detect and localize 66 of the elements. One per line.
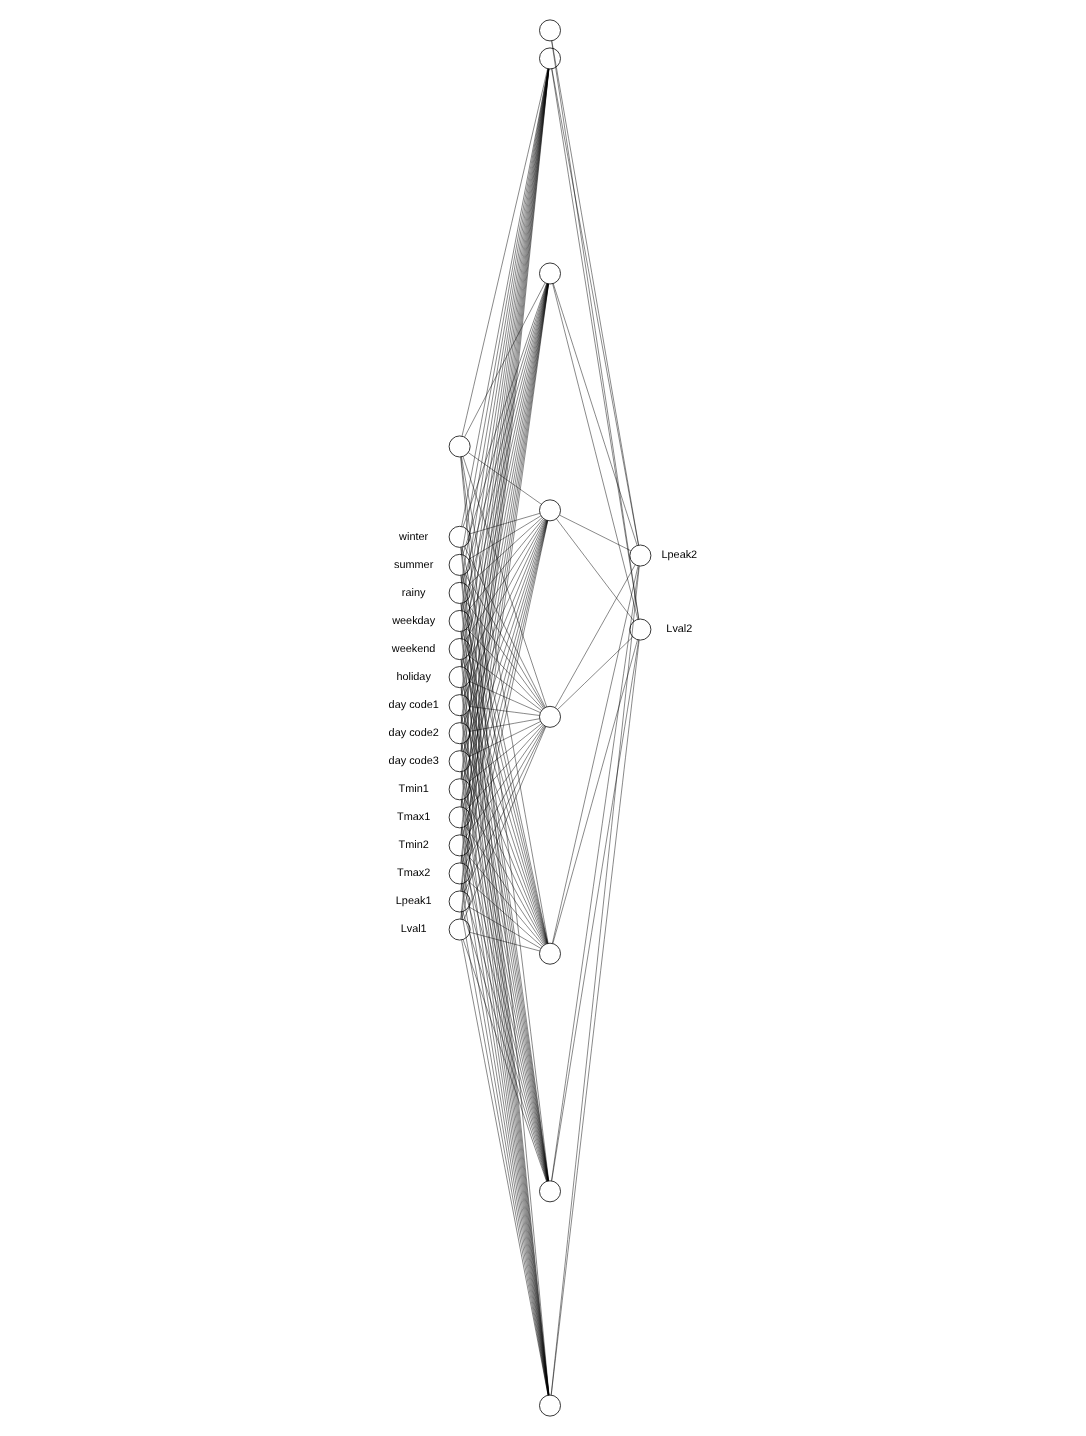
connector (467, 880, 543, 947)
node-circle (448, 525, 471, 548)
connector (465, 601, 544, 709)
connector (552, 565, 639, 944)
connector (464, 519, 546, 668)
connector (468, 906, 542, 949)
connector (464, 546, 546, 708)
node-circle (448, 778, 471, 801)
node-circle (448, 666, 471, 688)
connector (467, 723, 542, 783)
connector (557, 636, 633, 710)
node-circle (448, 554, 471, 576)
node-circle (448, 834, 471, 857)
connector (466, 518, 544, 613)
connector (461, 456, 549, 944)
connector (469, 718, 540, 732)
connector (559, 514, 632, 551)
node-circle (448, 610, 471, 632)
connector (469, 932, 540, 952)
connector (464, 725, 545, 865)
connector (466, 628, 543, 710)
node-circle (539, 1394, 561, 1417)
node-circle (448, 806, 471, 829)
connector (462, 456, 547, 708)
node-circle (539, 942, 561, 965)
connector (553, 283, 638, 546)
connector (552, 639, 638, 944)
node-circle (448, 638, 471, 660)
node-circle (448, 722, 471, 745)
connector (467, 517, 543, 586)
connector (463, 726, 547, 921)
node-circle (448, 918, 471, 941)
node-circle (448, 694, 471, 717)
connector (556, 518, 635, 622)
connector (466, 724, 544, 810)
node-circle (539, 262, 561, 285)
connector (552, 283, 638, 620)
node-circle (629, 544, 652, 567)
connector (468, 452, 542, 505)
connector (461, 68, 548, 437)
connector (469, 681, 541, 713)
node-circle (629, 618, 652, 641)
connector (464, 726, 546, 893)
node-circle (448, 862, 471, 885)
node-circle (448, 890, 471, 913)
connector (468, 515, 542, 560)
connector (464, 573, 545, 708)
connector (468, 655, 542, 711)
node-circle (539, 499, 561, 522)
node-circle (539, 47, 561, 70)
connector (466, 853, 544, 946)
connector (464, 798, 546, 945)
connector (465, 725, 544, 837)
node-circle (448, 435, 471, 458)
connector (465, 519, 545, 641)
connector (470, 706, 540, 716)
node-circle (539, 1180, 561, 1203)
node-circle (448, 582, 471, 604)
connector (555, 564, 636, 708)
connector (464, 282, 546, 438)
connector (469, 513, 540, 535)
node-circle (448, 750, 471, 773)
node-circle (539, 705, 561, 728)
connector (465, 826, 545, 946)
node-circle (539, 19, 561, 42)
connector (469, 721, 541, 757)
